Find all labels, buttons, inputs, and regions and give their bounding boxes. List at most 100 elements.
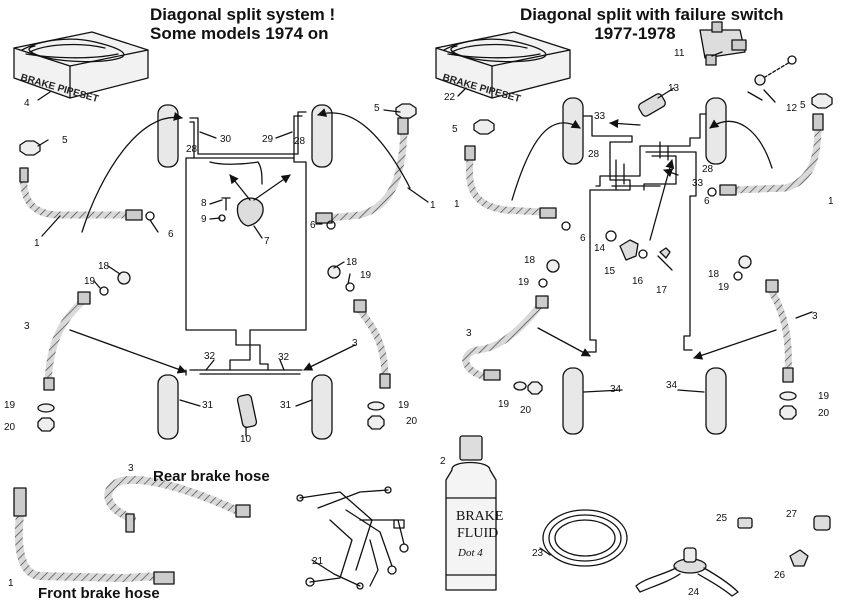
pipe-bundle-21 bbox=[296, 486, 409, 590]
callout-19: 19 bbox=[818, 391, 830, 402]
callout-12: 12 bbox=[786, 103, 798, 114]
callout-6: 6 bbox=[168, 229, 174, 240]
callout-23: 23 bbox=[532, 548, 544, 559]
callout-19: 19 bbox=[518, 277, 530, 288]
callout-22: 22 bbox=[444, 92, 456, 103]
callout-31: 31 bbox=[202, 400, 214, 411]
callout-3: 3 bbox=[128, 463, 134, 474]
front-brake-hose bbox=[14, 511, 162, 582]
callout-27: 27 bbox=[786, 509, 798, 520]
wheel-front-right-b bbox=[705, 97, 727, 165]
connector-10 bbox=[236, 393, 258, 429]
callout-3: 3 bbox=[24, 321, 30, 332]
callout-1: 1 bbox=[828, 196, 834, 207]
callout-19: 19 bbox=[360, 270, 372, 281]
callout-5: 5 bbox=[374, 103, 380, 114]
pipe-set-box-right: BRAKE PIPESET bbox=[435, 31, 571, 105]
callout-19: 19 bbox=[718, 282, 730, 293]
failure-switch-11 bbox=[699, 21, 747, 66]
callout-32: 32 bbox=[204, 351, 216, 362]
callout-33: 33 bbox=[692, 178, 704, 189]
wheel-front-right-a bbox=[311, 104, 333, 168]
callout-5: 5 bbox=[62, 135, 68, 146]
callout-8: 8 bbox=[201, 198, 207, 209]
callout-10: 10 bbox=[240, 434, 252, 445]
callout-20: 20 bbox=[520, 405, 532, 416]
callout-7: 7 bbox=[264, 236, 270, 247]
title-left-line1: Diagonal split system ! bbox=[150, 5, 336, 24]
title-right-line1: Diagonal split with failure switch bbox=[520, 5, 784, 24]
pipe-set-box-left: BRAKE PIPESET bbox=[13, 31, 149, 105]
callout-18: 18 bbox=[346, 257, 358, 268]
callout-9: 9 bbox=[201, 214, 207, 225]
callout-17: 17 bbox=[656, 285, 668, 296]
callout-14: 14 bbox=[594, 243, 606, 254]
pipe-coil-23 bbox=[539, 509, 628, 567]
callout-6: 6 bbox=[310, 220, 316, 231]
callout-28: 28 bbox=[588, 149, 600, 160]
three-way-union-7 bbox=[236, 197, 264, 227]
title-left-line2: Some models 1974 on bbox=[150, 24, 329, 43]
hose-end-nut bbox=[125, 209, 143, 221]
callout-11: 11 bbox=[674, 48, 685, 59]
callout-5: 5 bbox=[800, 100, 806, 111]
callout-28: 28 bbox=[186, 144, 198, 155]
callout-1: 1 bbox=[8, 578, 14, 589]
callout-24: 24 bbox=[688, 587, 700, 598]
wheel-rear-left-b bbox=[562, 367, 584, 435]
callout-2: 2 bbox=[440, 456, 446, 467]
bleed-tool-24 bbox=[635, 547, 739, 597]
fitting-26 bbox=[789, 549, 809, 567]
callout-16: 16 bbox=[632, 276, 644, 287]
callout-18: 18 bbox=[708, 269, 720, 280]
hose-rear-right-b bbox=[768, 288, 792, 376]
callout-28: 28 bbox=[702, 164, 714, 175]
callout-28: 28 bbox=[294, 136, 306, 147]
callout-18: 18 bbox=[98, 261, 110, 272]
callout-20: 20 bbox=[4, 422, 16, 433]
callout-15: 15 bbox=[604, 266, 616, 277]
callout-3: 3 bbox=[466, 328, 472, 339]
callout-18: 18 bbox=[524, 255, 536, 266]
callout-19: 19 bbox=[4, 400, 16, 411]
callout-1: 1 bbox=[454, 199, 460, 210]
callout-33: 33 bbox=[594, 111, 606, 122]
callout-6: 6 bbox=[580, 233, 586, 244]
callout-26: 26 bbox=[774, 570, 786, 581]
nut-5-left-a bbox=[19, 140, 41, 156]
washer-6-left bbox=[145, 211, 155, 221]
wheel-rear-right-a bbox=[311, 374, 333, 440]
callout-20: 20 bbox=[406, 416, 418, 427]
callout-20: 20 bbox=[818, 408, 830, 419]
nut-5-left-b bbox=[395, 103, 417, 119]
callout-4: 4 bbox=[24, 98, 30, 109]
fitting-27 bbox=[813, 515, 831, 531]
hose-rear-left-b bbox=[462, 304, 542, 380]
hose-front-right-a bbox=[326, 128, 408, 222]
callout-34: 34 bbox=[610, 384, 622, 395]
callout-25: 25 bbox=[716, 513, 728, 524]
callout-5: 5 bbox=[452, 124, 458, 135]
wheel-rear-left-a bbox=[157, 374, 179, 440]
callout-13: 13 bbox=[668, 83, 680, 94]
hose-end-fitting bbox=[19, 167, 29, 183]
callout-29: 29 bbox=[262, 134, 274, 145]
callout-19: 19 bbox=[498, 399, 510, 410]
caption-rear-brake-hose: Rear brake hose bbox=[153, 468, 270, 485]
bottle-brake-label: BRAKE bbox=[456, 509, 503, 524]
title-right-line2: 1977-1978 bbox=[594, 24, 676, 43]
callout-32: 32 bbox=[278, 352, 290, 363]
callout-21: 21 bbox=[312, 556, 324, 567]
hose-front-left-b bbox=[466, 154, 544, 216]
hose-rear-right-a bbox=[356, 306, 389, 382]
fitting-25 bbox=[737, 517, 753, 529]
callout-19: 19 bbox=[84, 276, 96, 287]
pipe-network-left bbox=[185, 111, 307, 376]
caption-front-brake-hose: Front brake hose bbox=[38, 585, 160, 602]
pipe-network-right bbox=[583, 113, 707, 353]
wheel-front-left-a bbox=[157, 104, 179, 168]
callout-34: 34 bbox=[666, 380, 678, 391]
bottle-dot-label: Dot 4 bbox=[457, 547, 483, 559]
